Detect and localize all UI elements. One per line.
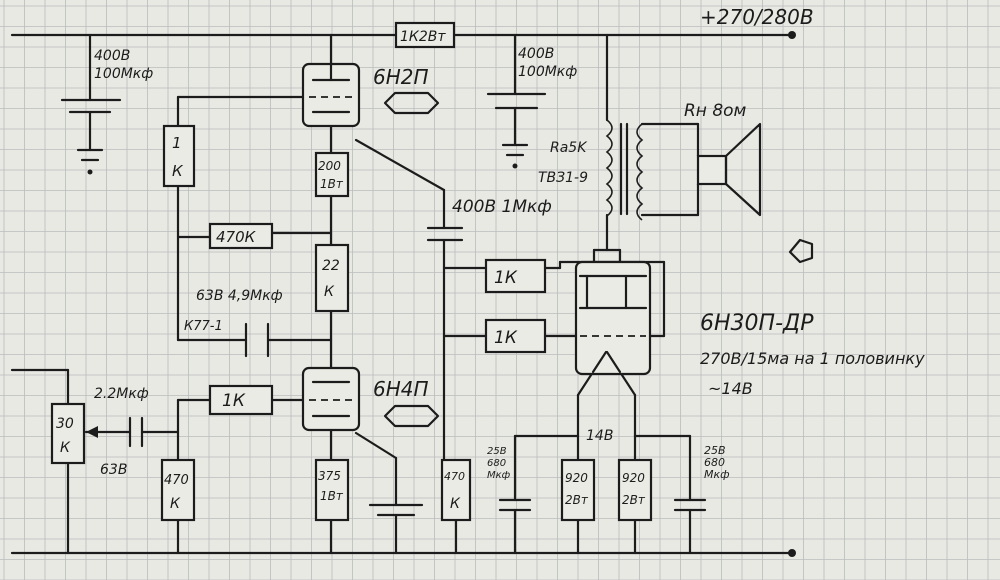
- r375-line1: 375: [318, 469, 341, 483]
- r470k-grid-line1: 470: [444, 470, 465, 483]
- resistor-470k: [208, 222, 274, 250]
- resistor-470k-grid: [440, 458, 472, 522]
- r30k-line2: К: [60, 440, 71, 456]
- series-resistor-label: 1К2Вт: [400, 29, 446, 45]
- tube-6n30p-dr: [574, 260, 652, 376]
- resistor-1k-g1: [484, 258, 547, 294]
- tube-lower-label: 6Н4П: [373, 377, 429, 401]
- tube-output-label: 6Н30П-ДР: [700, 311, 814, 336]
- resistor-920-a: [560, 458, 596, 522]
- supply-resistor-1k2w: [394, 21, 456, 49]
- tube-upper-label: 6Н2П: [373, 65, 429, 89]
- k77-type-label: К77-1: [184, 319, 223, 334]
- cath1-value-label: 680: [487, 458, 506, 469]
- heater-symbol-lower: [383, 404, 440, 428]
- cath2-unit-label: Мкф: [704, 468, 730, 481]
- r200-line2: 1Вт: [320, 177, 344, 191]
- cath2-voltage-label: 25В: [704, 444, 726, 457]
- r1k-top-line2: К: [172, 162, 184, 180]
- resistor-200: [314, 151, 350, 198]
- cath2-value-label: 680: [704, 456, 725, 469]
- r920b-line2: 2Вт: [622, 493, 646, 507]
- r1k-top-line1: 1: [172, 134, 182, 152]
- resistor-470k-low: [160, 458, 196, 522]
- tube-6n2p: [301, 62, 361, 128]
- tube-6n4p: [301, 366, 361, 432]
- note-line1: 270В/15ма на 1 половинку: [700, 349, 925, 368]
- r22k-line2: К: [324, 284, 335, 300]
- r920a-line1: 920: [565, 471, 588, 485]
- resistor-bodies: [50, 124, 653, 522]
- cath1-unit-label: Мкф: [487, 470, 511, 481]
- r470k-label: 470К: [216, 228, 257, 246]
- cath1-voltage-label: 25В: [487, 446, 507, 457]
- resistor-920-b: [617, 458, 653, 522]
- input-cap-value-label: 2.2Мкф: [94, 386, 149, 402]
- k77-value-label: 63В 4,9Мкф: [196, 288, 283, 304]
- c2-value-label: 100Мкф: [518, 64, 577, 80]
- coupling-cap-label: 400В 1Мкф: [452, 197, 552, 217]
- r1k-g2-label: 1К: [494, 328, 518, 348]
- r200-line1: 200: [318, 159, 341, 173]
- r1k-mid-label: 1К: [222, 391, 246, 411]
- heater-symbol-upper: [383, 91, 440, 115]
- note-line2: ~14В: [708, 379, 753, 398]
- r375-line2: 1Вт: [320, 489, 344, 503]
- input-cap-voltage-label: 63В: [100, 462, 127, 478]
- drawn-mark-icon: [788, 238, 814, 264]
- supply-voltage-label: +270/280В: [700, 5, 814, 29]
- resistor-22k: [314, 243, 350, 313]
- r470k-low-line2: К: [170, 496, 181, 512]
- potentiometer-30k: [50, 402, 86, 465]
- c1-value-label: 100Мкф: [94, 66, 153, 82]
- wires: [10, 21, 796, 557]
- resistor-375: [314, 458, 350, 522]
- r22k-line1: 22: [322, 258, 340, 274]
- heater-voltage-label: 14В: [586, 428, 613, 444]
- r470k-grid-line2: К: [450, 496, 461, 512]
- resistor-1k-mid: [208, 384, 274, 416]
- resistor-1k-top: [162, 124, 196, 188]
- labels: +270/280В 1К2Вт 400В 100Мкф 400В 100Мкф …: [56, 5, 925, 512]
- r920a-line2: 2Вт: [565, 493, 589, 507]
- transformer-model-label: ТВЗ1-9: [538, 170, 588, 186]
- r470k-low-line1: 470: [164, 473, 189, 488]
- c1-voltage-label: 400В: [94, 48, 130, 64]
- c2-voltage-label: 400В: [518, 46, 554, 62]
- resistor-1k-g2: [484, 318, 547, 354]
- speaker-label: Rн 8ом: [684, 101, 747, 121]
- r30k-line1: 30: [56, 416, 74, 432]
- speaker-magnet: [696, 154, 728, 186]
- transformer-ra-label: Ra5K: [550, 140, 588, 156]
- r1k-g1-label: 1К: [494, 268, 518, 288]
- r920b-line1: 920: [622, 471, 645, 485]
